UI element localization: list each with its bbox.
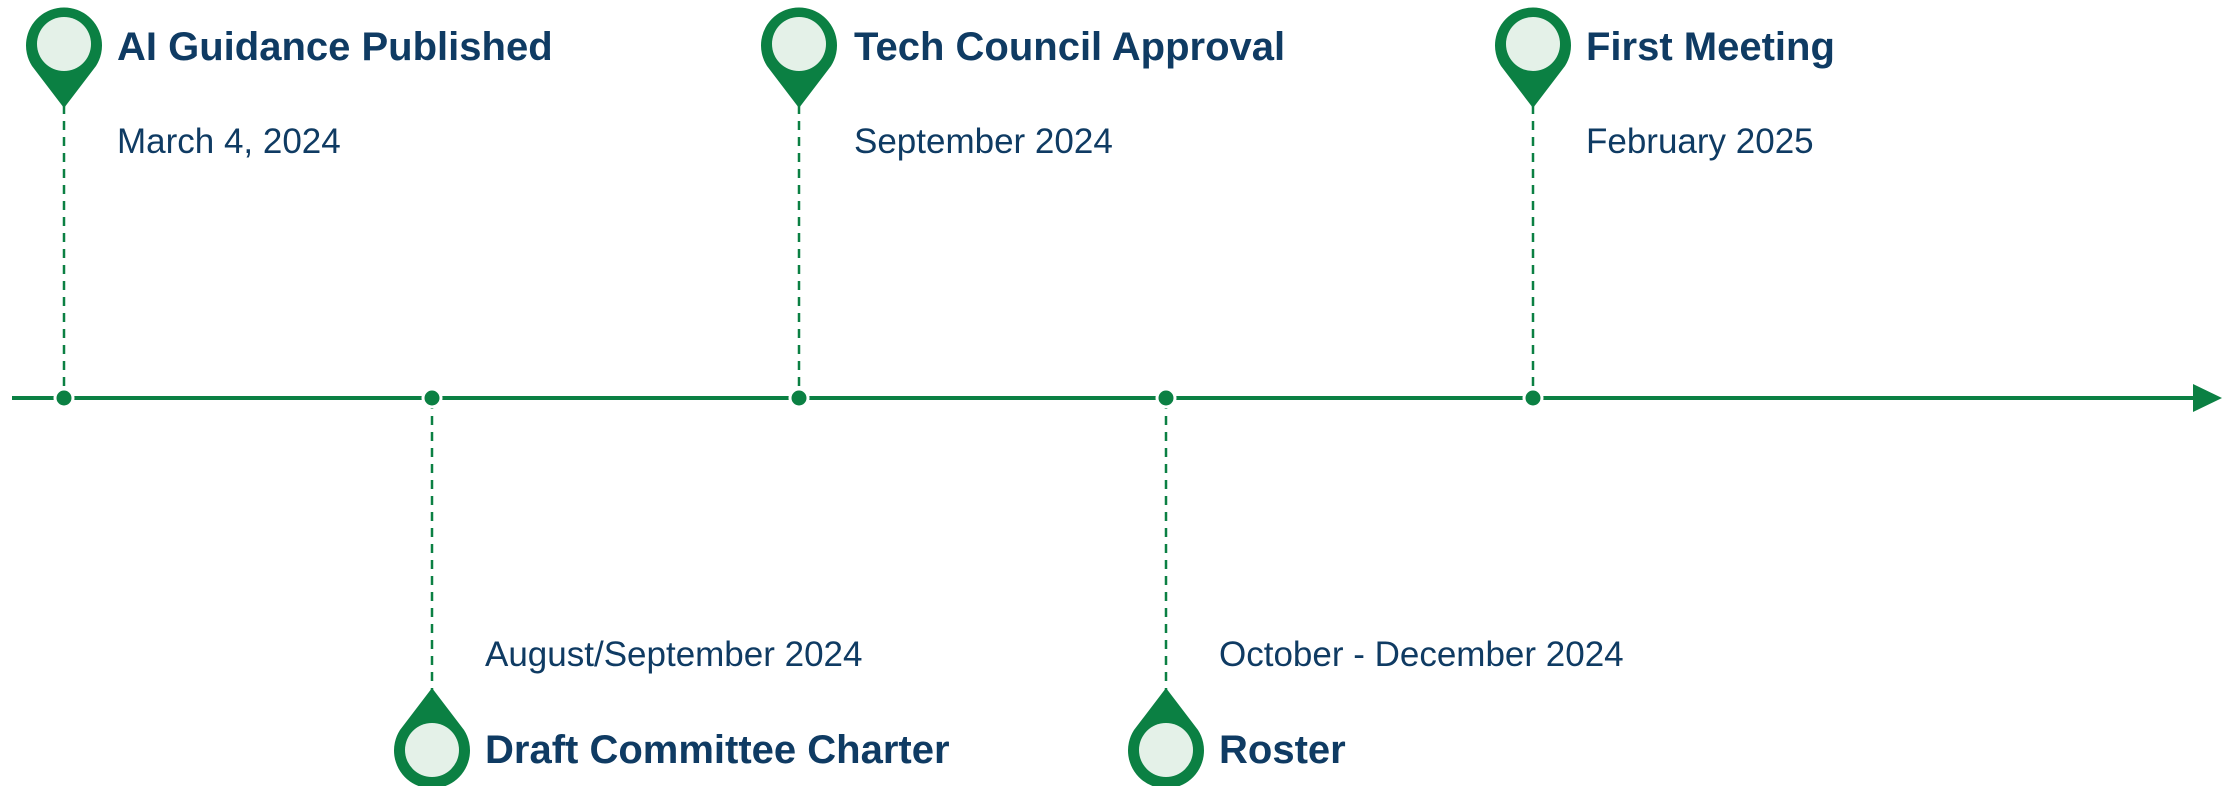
milestone-5: First Meeting February 2025: [1495, 7, 1835, 409]
pin-inner-circle: [1506, 17, 1560, 71]
milestone-3: Tech Council Approval September 2024: [761, 7, 1285, 409]
milestone-date: September 2024: [854, 122, 1113, 161]
milestone-date: August/September 2024: [485, 635, 862, 674]
axis-dot: [1522, 387, 1544, 409]
axis-dot: [788, 387, 810, 409]
timeline-arrowhead: [2193, 384, 2222, 412]
pin-inner-circle: [37, 17, 91, 71]
milestone-date: March 4, 2024: [117, 122, 341, 161]
pin-inner-circle: [1139, 723, 1193, 777]
milestone-title: First Meeting: [1586, 25, 1835, 69]
pin-inner-circle: [405, 723, 459, 777]
milestone-title: AI Guidance Published: [117, 25, 553, 69]
milestone-title: Draft Committee Charter: [485, 728, 950, 772]
axis-dot: [421, 387, 443, 409]
milestone-4: October - December 2024 Roster: [1128, 387, 1624, 786]
milestone-date: February 2025: [1586, 122, 1814, 161]
axis-dot: [1155, 387, 1177, 409]
axis-dot: [53, 387, 75, 409]
milestone-title: Tech Council Approval: [854, 25, 1285, 69]
milestone-date: October - December 2024: [1219, 635, 1624, 674]
milestone-title: Roster: [1219, 728, 1346, 772]
pin-inner-circle: [772, 17, 826, 71]
milestone-1: AI Guidance Published March 4, 2024: [26, 7, 553, 409]
milestone-2: August/September 2024 Draft Committee Ch…: [394, 387, 950, 786]
